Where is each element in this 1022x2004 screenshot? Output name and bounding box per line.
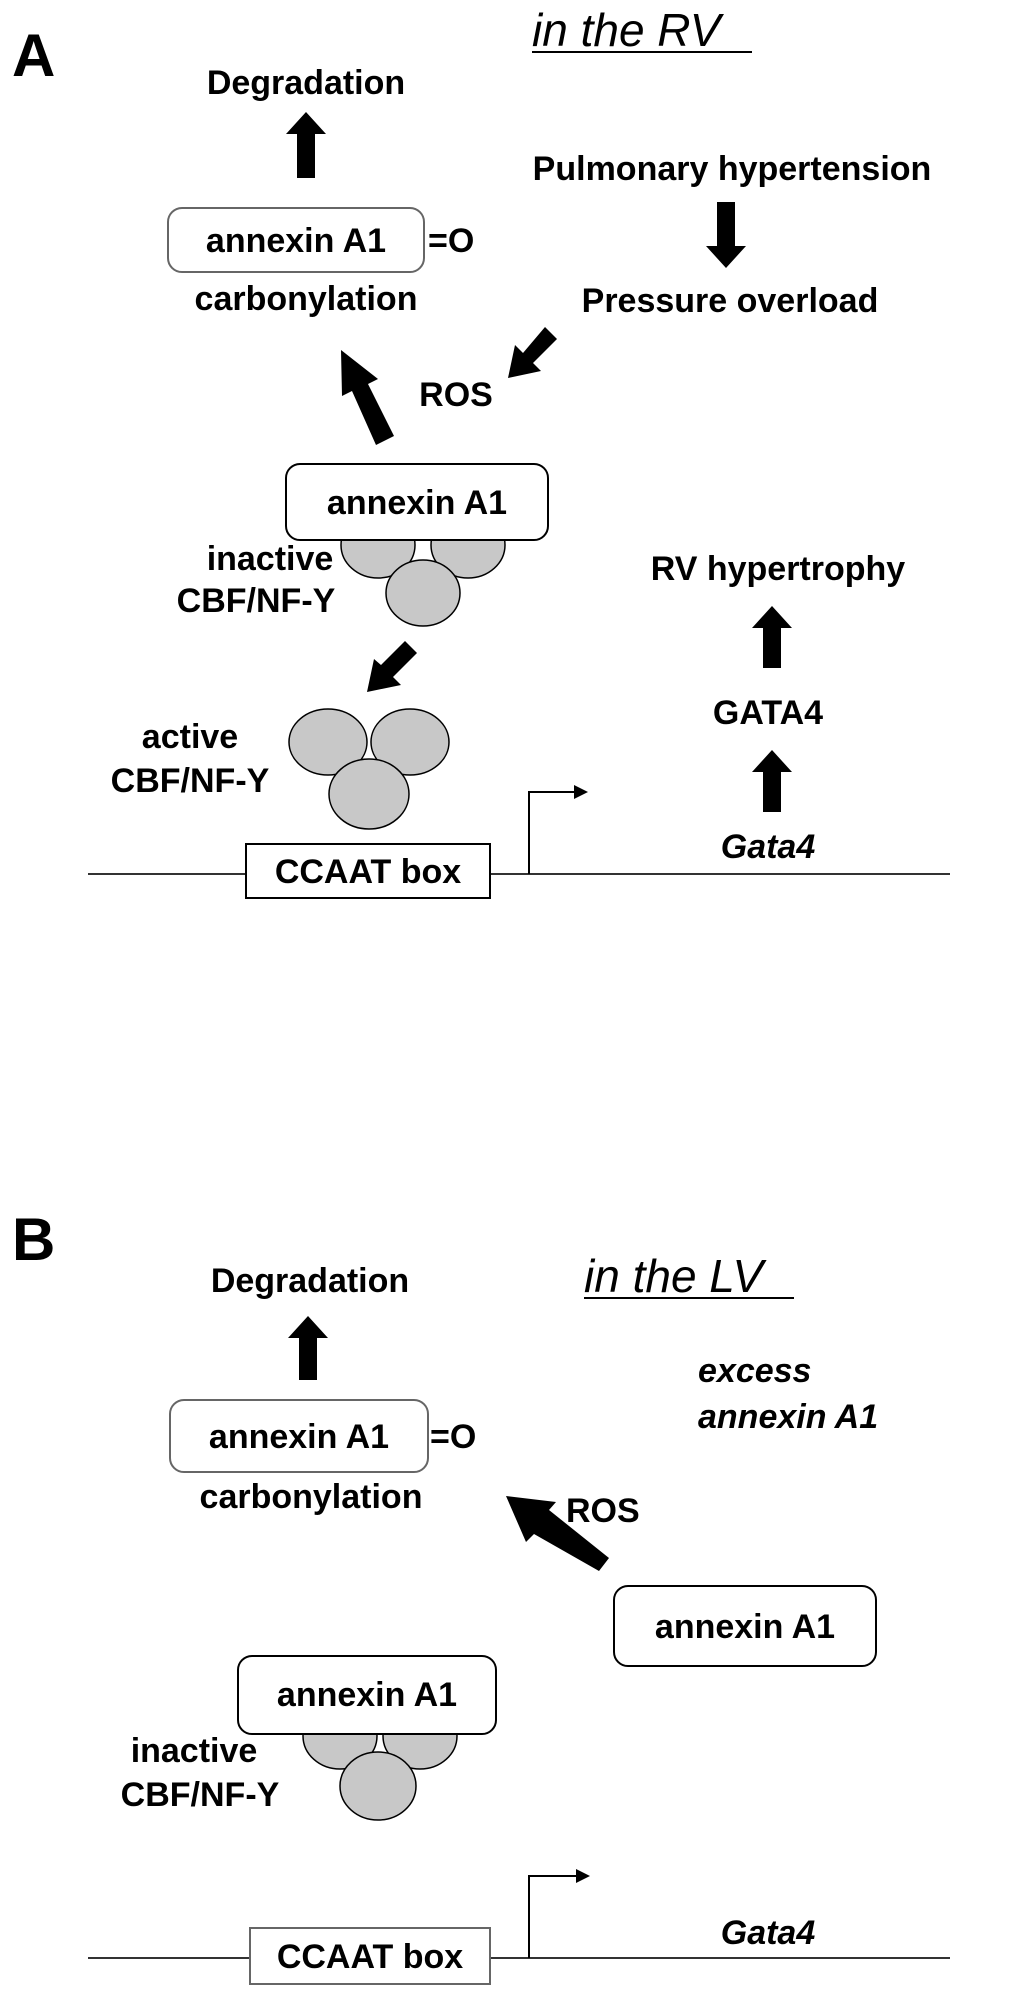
panel-a-inactive-label-line2: CBF/NF-Y [177,582,336,620]
panel-a-ccaat-box [245,843,491,899]
panel-a-arrow-to-gata4-protein [752,750,792,812]
panel-b-carbonylation-label: carbonylation [200,1478,423,1516]
panel-a-annexin-bound-label: annexin A1 [327,484,507,522]
panel-a-active-label-line1: active [142,718,238,756]
panel-a-carbonylation-label: carbonylation [195,280,418,318]
panel-b-annexin-carbonyl-box [169,1399,429,1473]
panel-b-inactive-label-line2: CBF/NF-Y [121,1776,280,1814]
panel-a-inactive-subunit-bottom [385,559,461,627]
panel-b-excess-label-line2: annexin A1 [698,1398,878,1436]
panel-a-tss-arrowhead [574,785,588,799]
panel-a-annexin-carbonyl-label: annexin A1 [206,222,386,260]
panel-b-annexin-free-box [613,1585,877,1667]
panel-a-ccaat-label: CCAAT box [275,853,461,891]
panel-b-annexin-carbonyl-label: annexin A1 [209,1418,389,1456]
panel-b-annexin-bound-box [237,1655,497,1735]
panel-b-ros-label: ROS [566,1492,640,1530]
panel-b-annexin-bound-label: annexin A1 [277,1676,457,1714]
panel-a-active-subunit-bottom [328,758,410,830]
panel-b-excess-label-line1: excess [698,1352,811,1390]
panel-a-inactive-label-line1: inactive [207,540,334,578]
panel-b-title: in the LV [584,1250,767,1302]
panel-b-ccaat-label: CCAAT box [277,1938,463,1976]
panel-a-annexin-carbonyl-box [167,207,425,273]
panel-a-arrow-to-pressure [706,202,746,268]
panel-a: A in the RV Degradation annexin A1 =O ca… [12,4,950,899]
panel-b-inactive-label-line1: inactive [131,1732,258,1770]
panel-b-arrow-to-carbonylation [506,1496,609,1571]
panel-a-annexin-bound-box [285,463,549,541]
panel-b-carbonyl-group: =O [430,1418,476,1456]
panel-a-arrow-to-active [367,641,417,692]
panel-a-active-label-line2: CBF/NF-Y [111,762,270,800]
panel-b-ccaat-box [249,1927,491,1985]
panel-a-pressure-overload-label: Pressure overload [582,282,879,320]
panel-a-ros-label: ROS [419,376,493,414]
panel-b-tss-line [528,1875,580,1958]
panel-a-arrow-to-degradation [286,112,326,178]
panel-a-rv-hypertrophy-label: RV hypertrophy [651,550,906,588]
panel-a-title: in the RV [532,4,725,56]
panel-a-gata4-protein-label: GATA4 [713,694,823,732]
panel-a-tss-line [528,791,578,874]
panel-b-gata4-gene-label: Gata4 [721,1914,816,1952]
panel-b-tss-arrowhead [576,1869,590,1883]
panel-b-arrow-to-degradation [288,1316,328,1380]
panel-a-arrow-pressure-to-ros [508,327,557,378]
panel-b-inactive-subunit-bottom [339,1751,417,1821]
panel-a-letter: A [12,22,55,89]
panel-a-pulmonary-hypertension-label: Pulmonary hypertension [533,150,932,188]
panel-a-arrow-to-carbonylation [341,350,394,445]
panel-b-degradation-label: Degradation [211,1262,409,1300]
panel-b-letter: B [12,1206,55,1273]
panel-a-degradation-label: Degradation [207,64,405,102]
panel-a-active-subunit-left [288,708,368,776]
panel-a-carbonyl-group: =O [428,222,474,260]
panel-b: B in the LV Degradation annexin A1 =O ca… [12,1206,950,1985]
panel-a-arrow-to-rv-hypertrophy [752,606,792,668]
panel-a-gata4-gene-label: Gata4 [721,828,816,866]
panel-a-active-subunit-right [370,708,450,776]
panel-b-annexin-free-label: annexin A1 [655,1608,835,1646]
